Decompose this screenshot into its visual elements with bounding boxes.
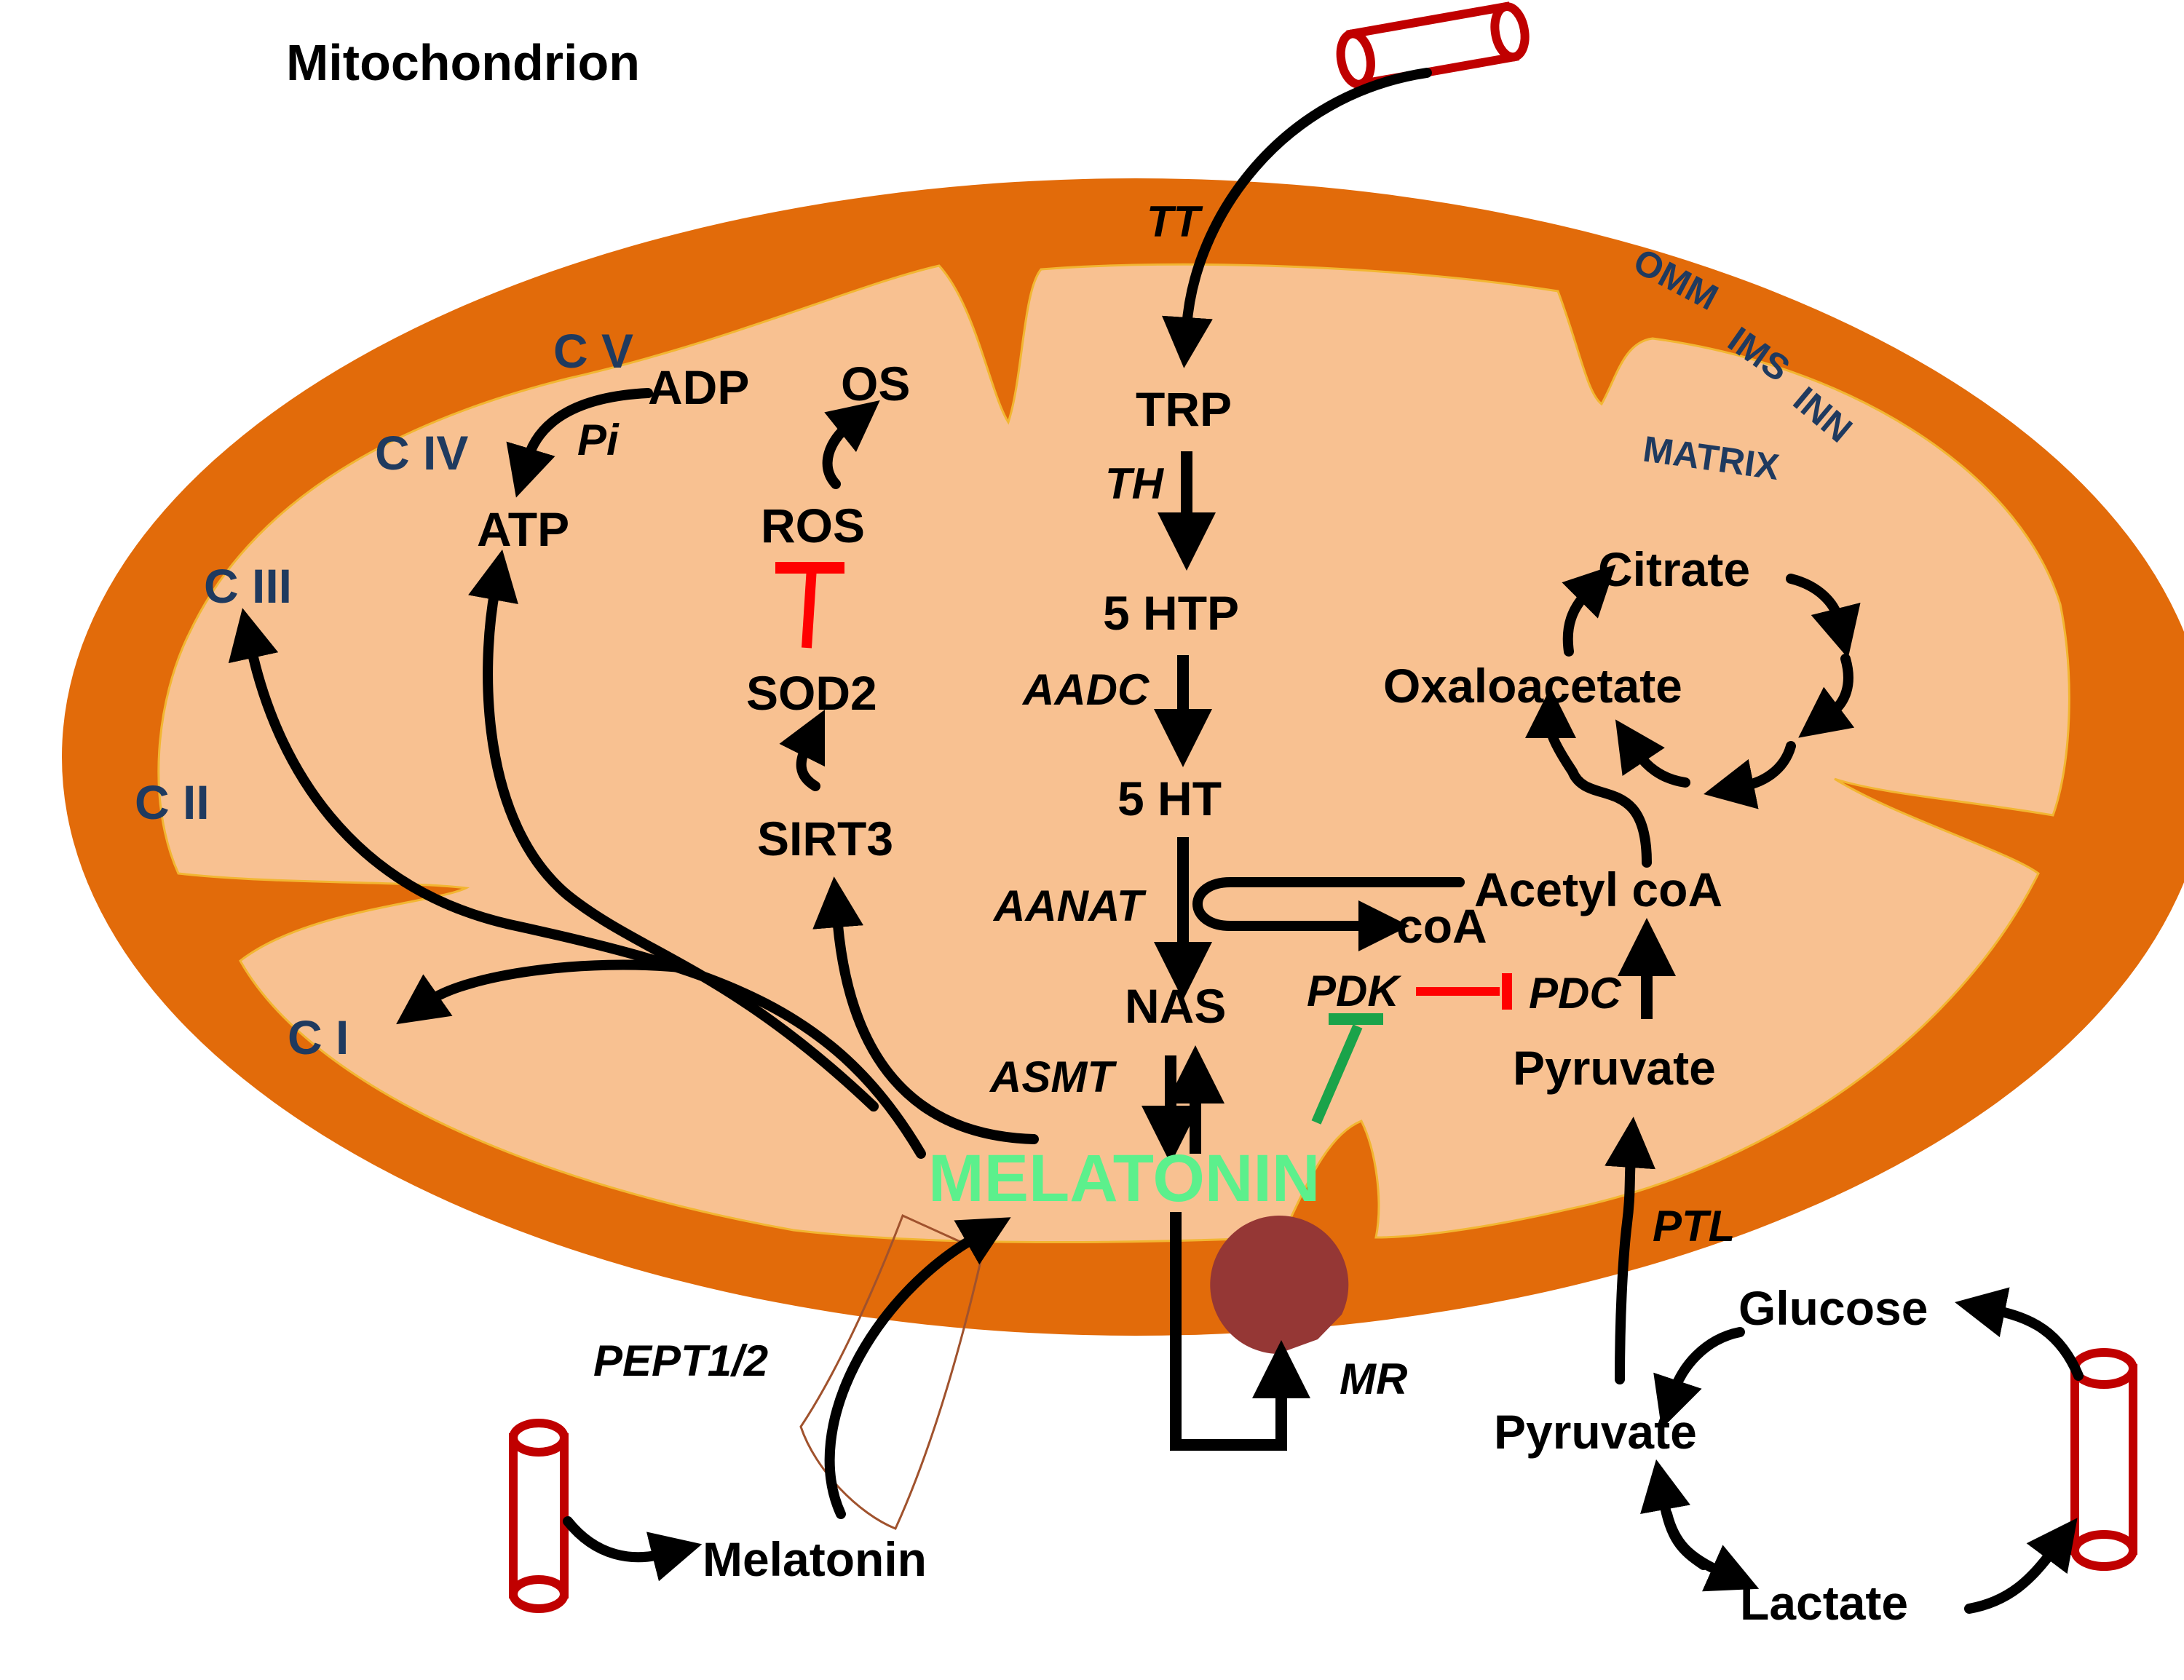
5htp-label: 5 HTP	[1103, 586, 1239, 640]
coa-label: coA	[1396, 899, 1487, 953]
arrow-vessel-glucose	[1955, 1287, 2084, 1381]
pyruvate-inside-label: Pyruvate	[1513, 1041, 1716, 1095]
complex-iv-label: C IV	[375, 426, 468, 480]
arrow-adp-atp	[506, 388, 653, 498]
complex-ii-label: C II	[135, 775, 210, 829]
mr-label: MR	[1340, 1355, 1407, 1403]
os-label: OS	[841, 357, 910, 411]
glucose-label: Glucose	[1738, 1281, 1928, 1335]
arrow-lactate-vessel	[1964, 1518, 2078, 1614]
pept-label: PEPT1/2	[593, 1336, 768, 1385]
citrate-label: Citrate	[1598, 542, 1750, 596]
title: Mitochondrion	[286, 34, 640, 91]
arrow-acetyl-coa-hairpin	[1192, 877, 1465, 951]
adp-label: ADP	[648, 360, 749, 414]
vessel-bottom-right	[2070, 1348, 2137, 1571]
arrow-cycle-4	[1704, 741, 1796, 809]
arrow-ros-os	[822, 400, 880, 489]
arrow-to-complex-i	[396, 959, 693, 1025]
arrow-cycle-2	[1786, 574, 1861, 659]
arrow-melatonin-atp	[468, 549, 879, 1112]
aadc-label: AADC	[1021, 665, 1150, 714]
matrix-inner-membrane	[157, 263, 2070, 1244]
arrow-glucose-pyruvate	[1653, 1327, 1745, 1430]
arrow-acetyl-to-oxaloacetate	[1525, 687, 1652, 868]
trp-label: TRP	[1136, 382, 1232, 436]
melatonin-receptor-icon	[1210, 1216, 1349, 1354]
pdk-label: PDK	[1307, 967, 1401, 1015]
complex-v-label: C V	[553, 324, 633, 378]
arrow-tt	[1162, 68, 1432, 368]
pi-label: Pi	[577, 416, 620, 464]
arrow-vessel-melatonin	[563, 1516, 703, 1582]
acetyl-coa-label: Acetyl coA	[1474, 863, 1722, 916]
5ht-label: 5 HT	[1117, 772, 1222, 825]
vessel-top	[1336, 1, 1530, 90]
pept-transporter-icon	[799, 1213, 984, 1530]
inhibition-sod2-ros	[775, 562, 844, 649]
aanat-label: AANAT	[992, 881, 1147, 930]
asmt-label: ASMT	[989, 1053, 1117, 1101]
arrow-melatonin-mr	[1170, 1212, 1310, 1451]
arrow-cycle-5	[1615, 719, 1690, 788]
th-label: TH	[1105, 459, 1165, 508]
sirt3-label: SIRT3	[757, 812, 893, 865]
ros-label: ROS	[761, 499, 865, 552]
tt-label: TT	[1147, 197, 1203, 246]
arrow-cycle-1	[1562, 564, 1616, 657]
arrow-sirt3-sod2	[779, 709, 826, 791]
pyruvate-outside-label: Pyruvate	[1494, 1405, 1697, 1459]
ptl-label: PTL	[1653, 1202, 1735, 1251]
melatonin-inside-label: MELATONIN	[928, 1141, 1320, 1216]
inhibition-pdk-pdc	[1416, 973, 1512, 1010]
arrow-melatonin-sirt3	[812, 876, 1039, 1144]
complex-i-label: C I	[288, 1010, 349, 1064]
arrow-pept	[824, 1217, 1011, 1519]
arrow-lactate-pyruvate	[1640, 1459, 1709, 1570]
melatonin-outside-label: Melatonin	[703, 1532, 927, 1586]
pdc-label: PDC	[1529, 969, 1622, 1018]
sod2-label: SOD2	[746, 666, 877, 720]
inhibition-melatonin-pdk	[1311, 1013, 1383, 1125]
arrow-cycle-3	[1798, 654, 1855, 738]
vessel-bottom-left	[509, 1419, 569, 1613]
lactate-label: Lactate	[1740, 1576, 1908, 1630]
complex-iii-label: C III	[204, 559, 292, 613]
arrow-ptl	[1605, 1117, 1655, 1384]
nas-label: NAS	[1125, 979, 1226, 1033]
arrow-melatonin-complex-iii	[228, 608, 926, 1159]
atp-label: ATP	[477, 502, 569, 556]
oxaloacetate-label: Oxaloacetate	[1383, 659, 1682, 713]
